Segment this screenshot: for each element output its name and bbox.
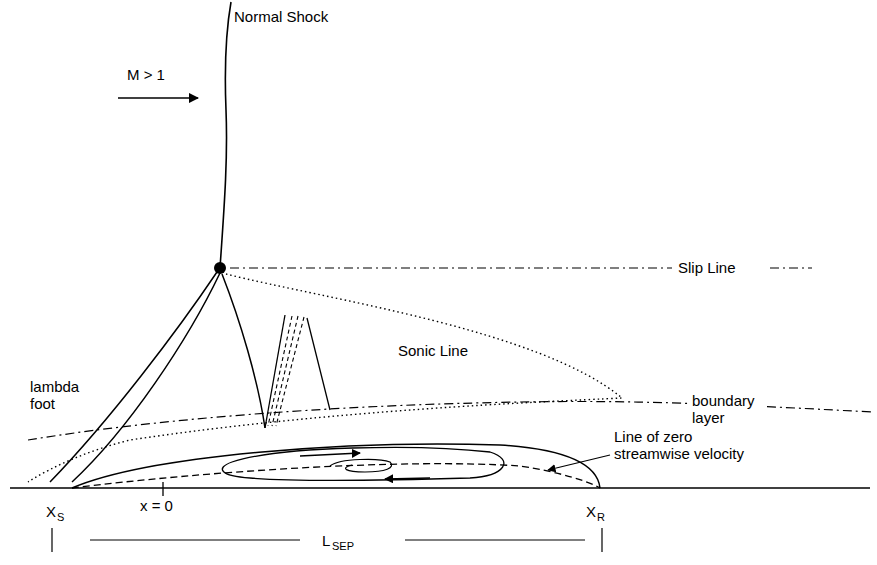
length-subscript: SEP bbox=[332, 540, 354, 552]
dimension-line bbox=[405, 540, 585, 541]
leader-line bbox=[548, 455, 610, 470]
wave-line bbox=[307, 318, 330, 410]
flow-arrow bbox=[118, 97, 198, 99]
boundary-layer-label: boundary layer bbox=[690, 392, 764, 426]
lambda-foot-label: lambda foot bbox=[30, 378, 88, 412]
position-label: X bbox=[586, 503, 596, 520]
slip-line-label: Slip Line bbox=[676, 259, 738, 276]
flow-arrow bbox=[300, 453, 360, 456]
position-subscript: R bbox=[597, 511, 605, 523]
normal-shock-line bbox=[220, 2, 231, 268]
wall-line bbox=[10, 487, 870, 489]
flow-arrow bbox=[385, 478, 430, 479]
lambda-leg bbox=[50, 272, 217, 482]
wave-line bbox=[268, 316, 292, 426]
dimension-tick bbox=[51, 528, 52, 552]
zero-velocity-line bbox=[72, 464, 600, 488]
position-subscript: S bbox=[57, 511, 64, 523]
recirculation-streamline bbox=[222, 462, 250, 478]
wave-line bbox=[276, 317, 304, 426]
sonic-line-label: Sonic Line bbox=[396, 342, 470, 359]
dimension-tick bbox=[601, 528, 602, 552]
length-label: L bbox=[322, 532, 330, 549]
lambda-leg bbox=[222, 274, 265, 428]
mach-label: M > 1 bbox=[127, 66, 165, 83]
triple-point bbox=[214, 262, 226, 274]
tick-mark bbox=[162, 482, 163, 496]
dimension-line bbox=[90, 540, 300, 541]
sonic-line bbox=[28, 274, 622, 482]
origin-label: x = 0 bbox=[140, 497, 173, 514]
dividing-streamline bbox=[72, 444, 600, 488]
shock-label: Normal Shock bbox=[234, 8, 328, 25]
lambda-leg bbox=[72, 273, 220, 482]
zero-velocity-label: Line of zero streamwise velocity bbox=[614, 428, 764, 462]
wave-line bbox=[272, 316, 298, 426]
position-label: X bbox=[46, 503, 56, 520]
wave-line bbox=[265, 315, 285, 428]
